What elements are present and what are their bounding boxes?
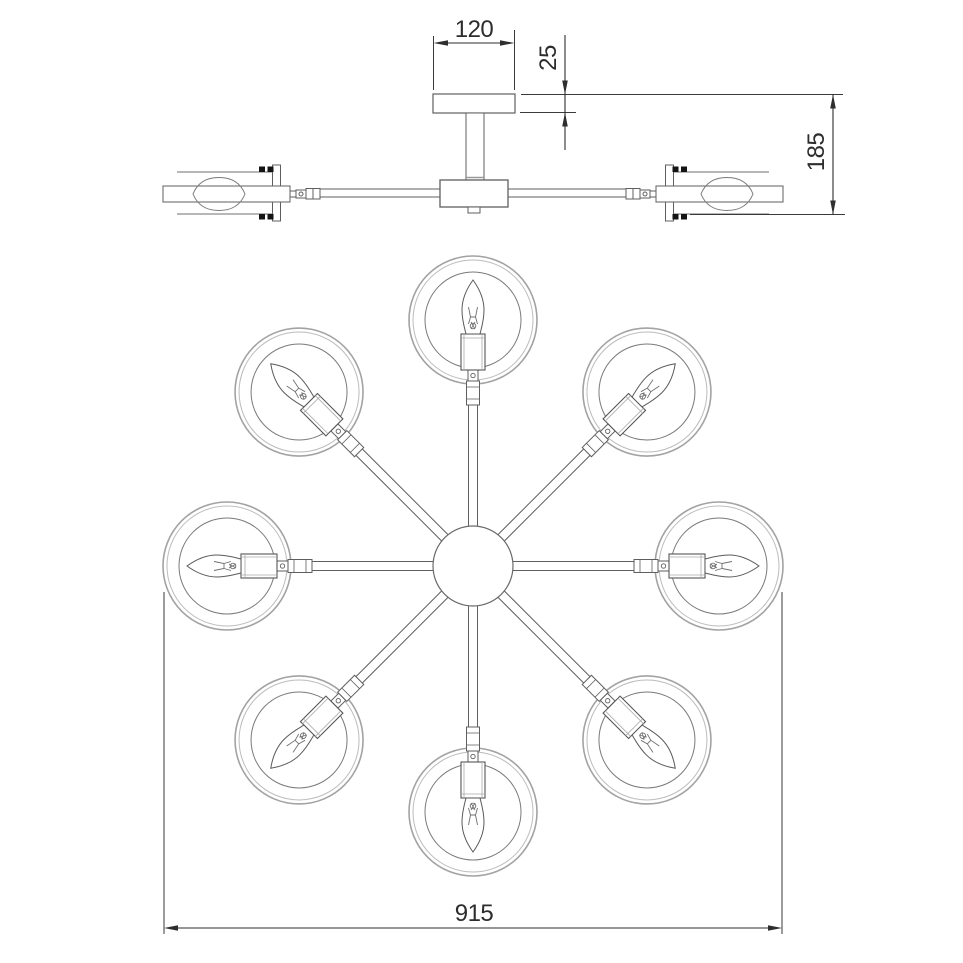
dim-label-25: 25 xyxy=(535,45,562,71)
dimension-canopy-height: 25 xyxy=(520,35,843,150)
plan-lamp-at-0deg xyxy=(408,255,538,528)
dim-label-120: 120 xyxy=(455,16,494,43)
dim-label-185: 185 xyxy=(803,133,830,172)
dimensions: 120 25 185 915 xyxy=(163,16,845,934)
center-hub-body xyxy=(439,179,509,208)
hub-bottom-finial xyxy=(467,206,481,214)
dimension-fixture-diameter: 915 xyxy=(163,592,783,934)
canopy-stem xyxy=(465,112,485,181)
ceiling-canopy xyxy=(432,93,516,114)
elevation-right-lamp-arm xyxy=(505,164,784,222)
plan-lamp-at-180deg xyxy=(408,604,538,877)
dimension-fixture-height: 185 xyxy=(690,94,845,215)
dim-label-915: 915 xyxy=(455,900,494,927)
plan-lamp-at-90deg xyxy=(511,501,784,631)
top-plan-view xyxy=(162,255,784,877)
elevation-left-lamp-arm xyxy=(162,164,441,222)
plan-center-hub xyxy=(432,525,514,607)
side-elevation-view xyxy=(162,93,784,222)
dimension-canopy-width: 120 xyxy=(433,16,515,90)
plan-lamp-at-270deg xyxy=(162,501,435,631)
